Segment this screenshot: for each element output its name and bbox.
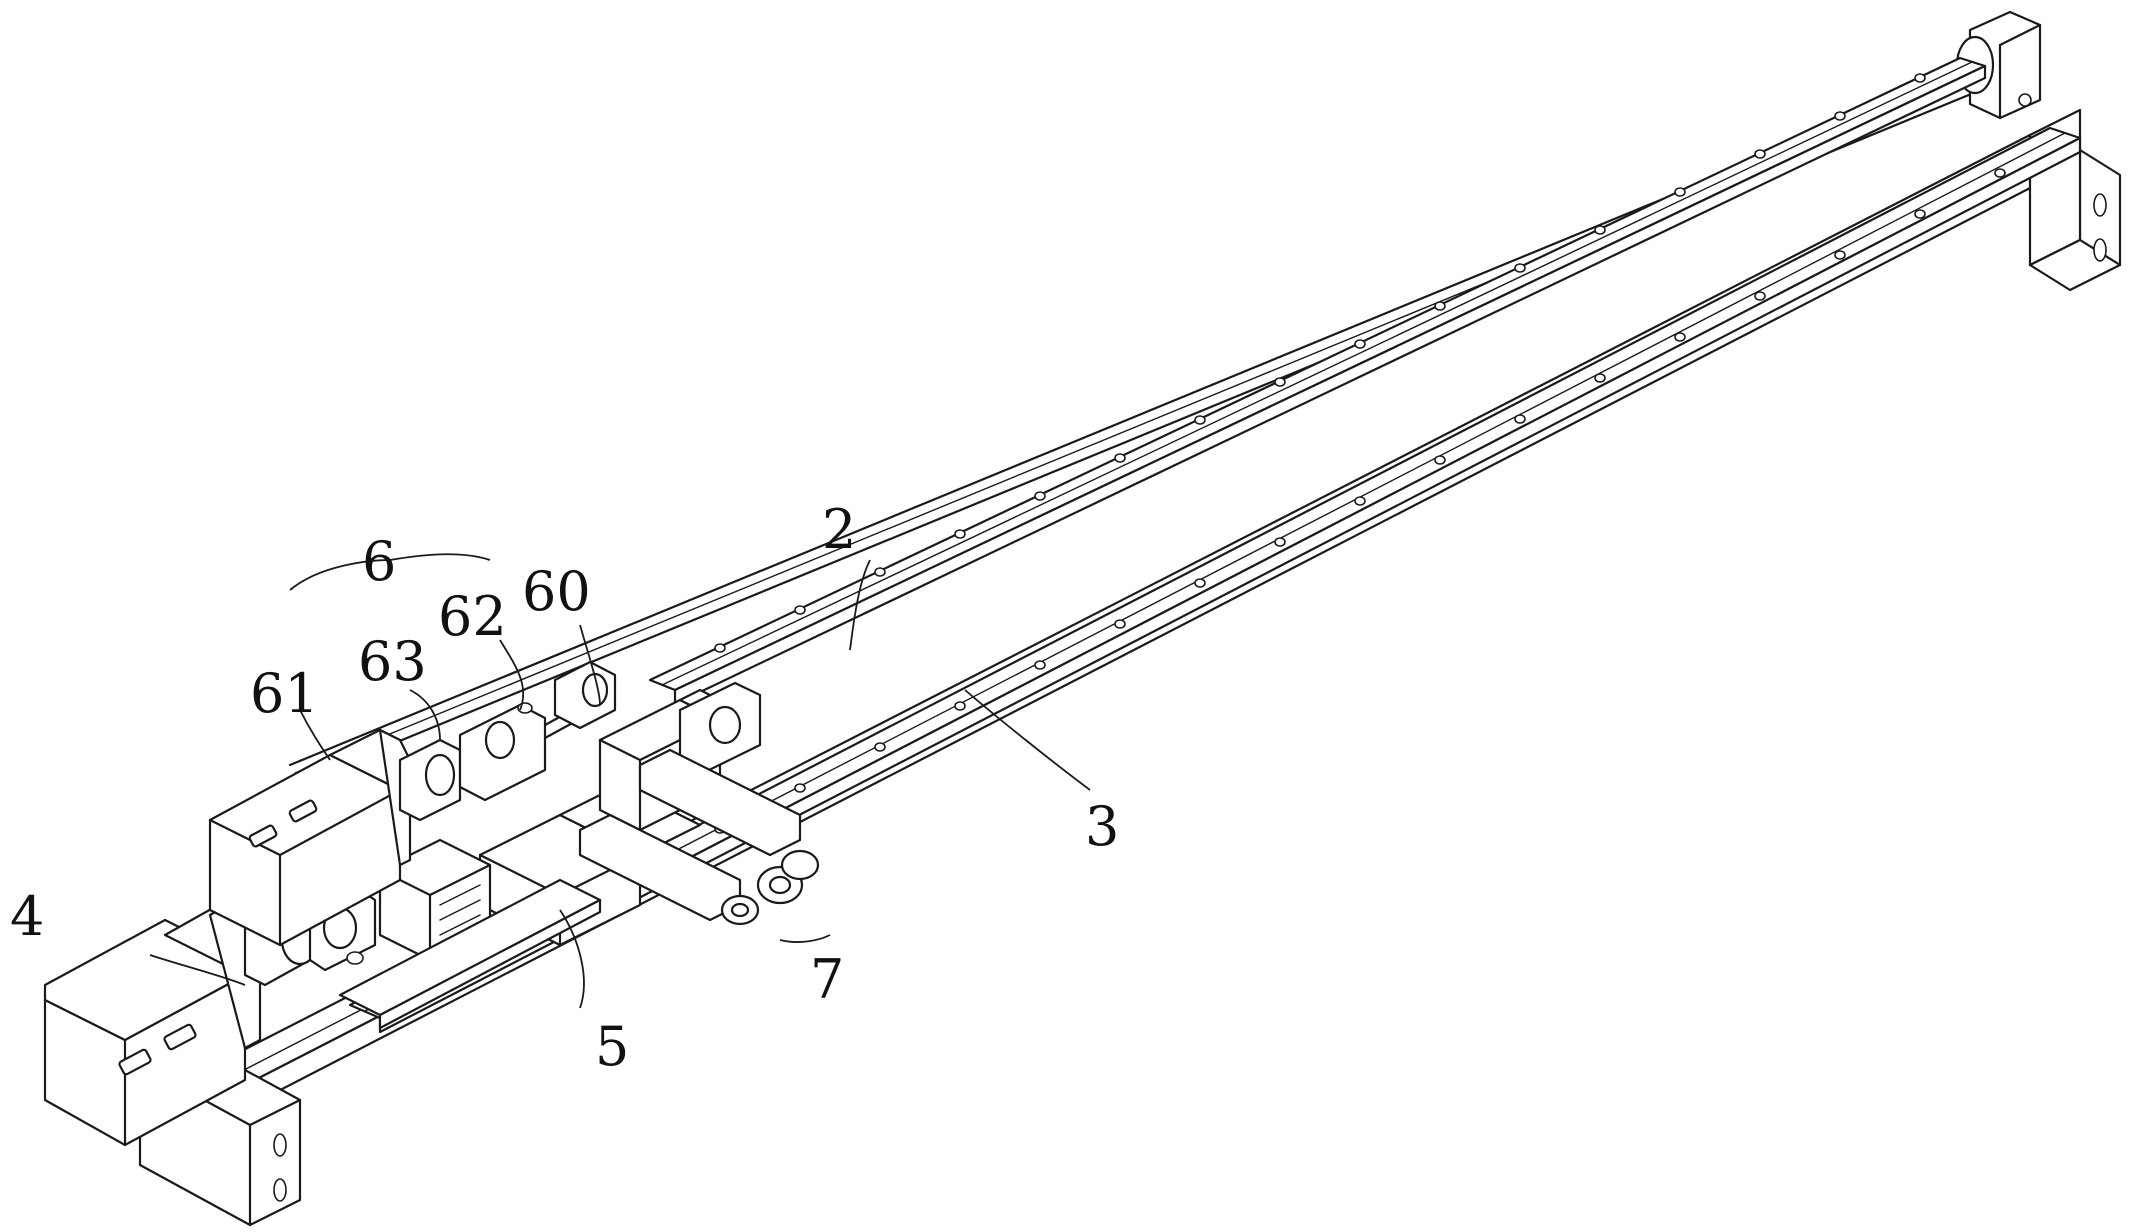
callout-61: 61 [250, 662, 319, 725]
callout-63: 63 [358, 630, 427, 693]
motor-4 [43, 888, 262, 1147]
screw-60 [543, 660, 617, 740]
linear-rail-upper [648, 56, 1987, 706]
coupling-63 [398, 738, 462, 822]
callout-6: 6 [362, 530, 396, 593]
upper-rail-holes [714, 73, 1926, 653]
bearing-62 [458, 702, 547, 802]
callout-2: 2 [822, 498, 856, 561]
callout-5: 5 [595, 1015, 629, 1078]
callout-62: 62 [438, 585, 507, 648]
callout-60: 60 [522, 560, 591, 623]
carriage-slide [338, 878, 602, 1030]
callout-4: 4 [10, 885, 44, 948]
linear-rail-lower [348, 126, 2082, 1034]
motor-61 [208, 728, 412, 947]
callout-leaders [149, 553, 1091, 1009]
lower-rail-holes [474, 168, 2006, 957]
arm-7 [578, 748, 820, 926]
callout-3: 3 [1085, 795, 1119, 858]
callout-7: 7 [810, 948, 844, 1011]
